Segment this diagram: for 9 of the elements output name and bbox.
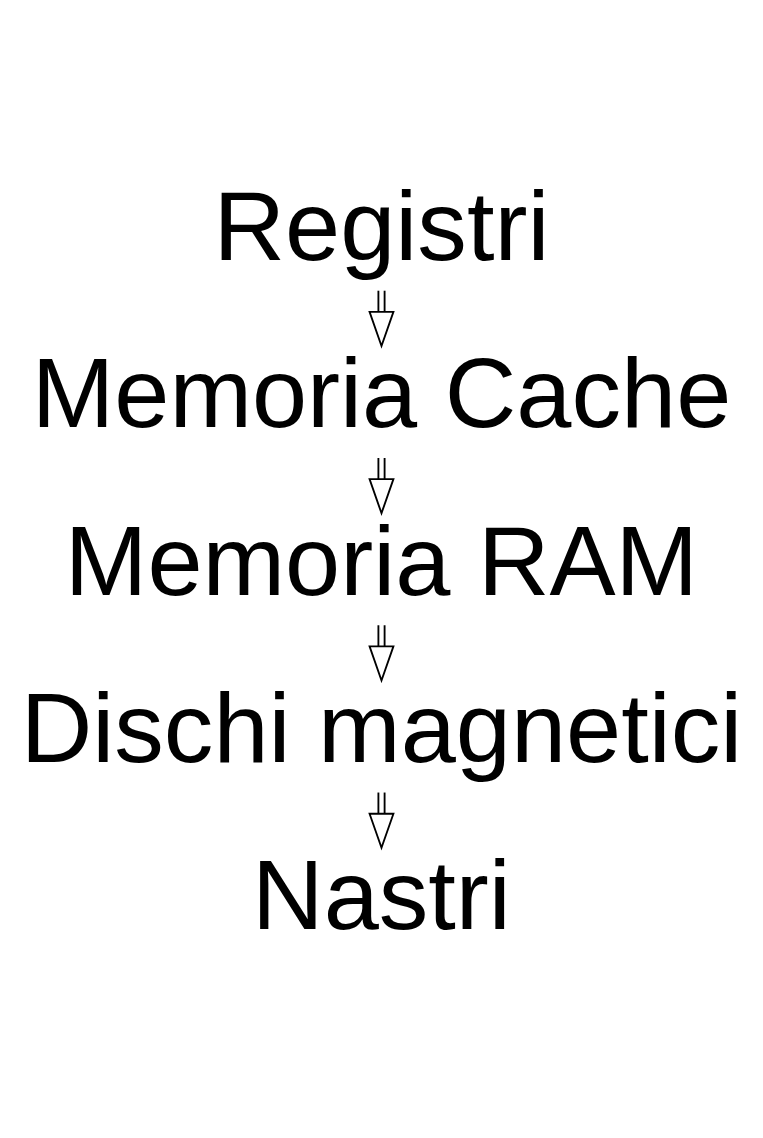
arrow <box>368 456 395 516</box>
node-text: Dischi magnetici <box>20 671 743 783</box>
arrow <box>368 623 395 683</box>
node-text: Memoria RAM <box>64 504 699 616</box>
arrow <box>368 791 395 851</box>
arrow <box>368 289 395 349</box>
node-text: Nastri <box>252 838 511 950</box>
node-text: Memoria Cache <box>31 336 732 448</box>
node-text: Registri <box>213 169 550 281</box>
